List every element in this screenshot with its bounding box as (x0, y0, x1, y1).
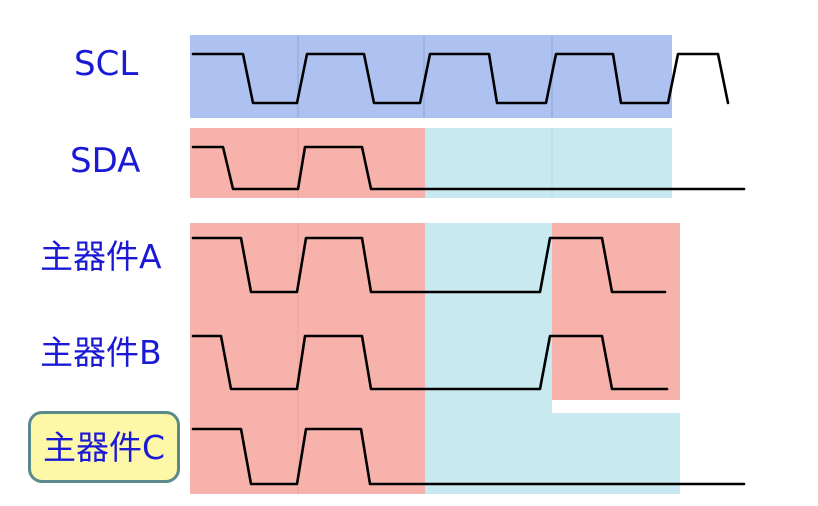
master-c-cyan-band-right (552, 413, 680, 494)
master-a-label: 主器件A (40, 237, 162, 276)
sda-label: SDA (70, 141, 141, 181)
masters-ab-red-band (190, 223, 425, 400)
sda-waveform (191, 145, 746, 191)
scl-label: SCL (74, 44, 139, 84)
master-b-waveform (191, 334, 669, 391)
master-c-cyan-band (425, 400, 552, 494)
master-c-waveform (191, 427, 746, 486)
sda-cyan-band (425, 128, 672, 198)
master-c-red-band (190, 400, 425, 494)
master-b-label: 主器件B (40, 333, 162, 372)
scl-waveform (191, 52, 730, 105)
master-c-highlighted-label: 主器件C (28, 411, 180, 483)
masters-ab-red-band-right (552, 223, 680, 400)
master-a-waveform (191, 236, 667, 294)
masters-ab-cyan-band (425, 223, 552, 400)
sda-red-band (190, 128, 425, 198)
scl-band (190, 35, 672, 118)
